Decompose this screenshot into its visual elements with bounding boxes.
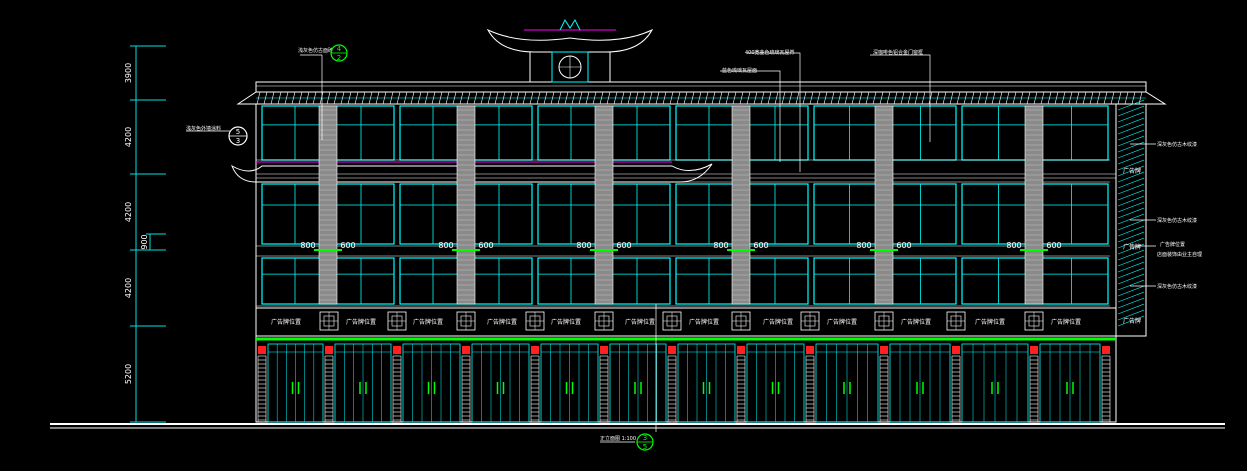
- red-bracket: [258, 346, 266, 354]
- callout-3: 3 5: [636, 433, 654, 451]
- dim-level-5: 5200: [124, 364, 133, 384]
- span-label-right: 600: [1046, 241, 1061, 250]
- callout-1-top: 4: [337, 45, 342, 53]
- ad-label: 广告牌位置: [1051, 318, 1081, 326]
- callout-3-bottom: 5: [643, 443, 647, 451]
- rooftop-pavilion: [486, 18, 654, 83]
- ground-line: [50, 423, 1225, 429]
- sign-band: 广告牌位置 广告牌位置 广告牌位置 广告牌位置 广告牌位置 广告牌位置 广告牌位置 广告牌位置…: [256, 311, 1116, 341]
- ad-label: 广告牌位置: [487, 318, 517, 326]
- red-bracket: [600, 346, 608, 354]
- span-label-left: 800: [856, 241, 871, 250]
- shop-door: [961, 343, 1029, 423]
- red-bracket: [952, 346, 960, 354]
- red-bracket: [668, 346, 676, 354]
- red-bracket: [531, 346, 539, 354]
- ad-label: 广告牌位置: [827, 318, 857, 326]
- shop-door: [815, 343, 879, 423]
- ad-label: 广告牌位置: [625, 318, 655, 326]
- note-top-right: 深咖啡色铝合金门窗框: [873, 49, 923, 56]
- dim-level-4: 4200: [124, 278, 133, 298]
- red-bracket: [880, 346, 888, 354]
- ad-label: 广告牌位置: [551, 318, 581, 326]
- callout-2: 5 3: [228, 126, 248, 146]
- red-bracket: [806, 346, 814, 354]
- side-ad-c: 广告牌: [1123, 317, 1141, 325]
- leader-lines: [186, 52, 1156, 443]
- span-label-right: 600: [340, 241, 355, 250]
- span-label-right: 600: [616, 241, 631, 250]
- side-panel: [1117, 99, 1145, 327]
- span-label-left: 800: [576, 241, 591, 250]
- span-label-right: 600: [896, 241, 911, 250]
- dim-level-3: 4200: [124, 202, 133, 222]
- note-left-mid: 浅灰色外墙涂料: [186, 125, 221, 132]
- main-roof: [236, 81, 1167, 105]
- mid-eave: [231, 161, 1116, 183]
- dim-sub: 900: [140, 234, 149, 249]
- note-bottom: 正立面图 1:100: [600, 435, 636, 442]
- shop-door: [677, 343, 736, 423]
- shop-door: [402, 343, 461, 423]
- shop-door: [540, 343, 599, 423]
- building-outline: [255, 103, 1147, 423]
- red-bracket: [462, 346, 470, 354]
- shop-door: [1039, 343, 1101, 423]
- ad-label: 广告牌位置: [763, 318, 793, 326]
- red-bracket: [325, 346, 333, 354]
- dim-level-1: 3900: [124, 63, 133, 83]
- callout-2-bottom: 3: [236, 137, 240, 145]
- window-grid: [256, 103, 1110, 307]
- red-bracket: [1102, 346, 1110, 354]
- callout-3-top: 3: [643, 434, 647, 442]
- callout-1-bottom: 2: [337, 54, 341, 62]
- shopfront: [257, 343, 1111, 423]
- note-right-4: 深灰色仿古木纹漆: [1157, 283, 1197, 290]
- note-right-1: 深灰色仿古木纹漆: [1157, 141, 1197, 148]
- red-bracket: [393, 346, 401, 354]
- note-top-left: 蓝色琉璃瓦屋面: [722, 67, 757, 74]
- ad-label: 广告牌位置: [975, 318, 1005, 326]
- side-ad-a: 广告牌: [1123, 167, 1141, 175]
- ad-label: 广告牌位置: [413, 318, 443, 326]
- note-right-3b: 店面装饰由业主自理: [1157, 251, 1202, 258]
- dim-level-2: 4200: [124, 127, 133, 147]
- shop-door: [334, 343, 392, 423]
- red-bracket: [1030, 346, 1038, 354]
- shop-door: [471, 343, 530, 423]
- span-label-right: 600: [753, 241, 768, 250]
- callout-1: 4 2: [330, 44, 348, 62]
- dimension-chain: 3900 4200 4200 4200 5200 900: [124, 45, 166, 423]
- span-label-left: 800: [300, 241, 315, 250]
- red-bracket: [737, 346, 745, 354]
- span-label-left: 800: [1006, 241, 1021, 250]
- ad-label: 广告牌位置: [901, 318, 931, 326]
- span-label-right: 600: [478, 241, 493, 250]
- shop-door: [609, 343, 667, 423]
- span-labels: 800 600 800 600 800 600 800 600 800 600 800 600: [300, 241, 1061, 250]
- callout-2-top: 5: [236, 128, 240, 136]
- shop-door: [889, 343, 951, 423]
- ad-label: 广告牌位置: [271, 318, 301, 326]
- note-right-2: 深灰色仿古木纹漆: [1157, 217, 1197, 224]
- shop-door: [267, 343, 324, 423]
- note-right-3a: 广告牌位置: [1160, 241, 1185, 248]
- span-label-left: 800: [713, 241, 728, 250]
- span-label-left: 800: [438, 241, 453, 250]
- ad-label: 广告牌位置: [346, 318, 376, 326]
- note-top-center: 400宽金色琉璃瓦屋脊: [745, 49, 795, 56]
- shop-door: [746, 343, 805, 423]
- side-ad-b: 广告牌: [1123, 243, 1141, 251]
- note-upper-mid: 浅灰色仿古面砖: [298, 47, 333, 54]
- ad-label: 广告牌位置: [689, 318, 719, 326]
